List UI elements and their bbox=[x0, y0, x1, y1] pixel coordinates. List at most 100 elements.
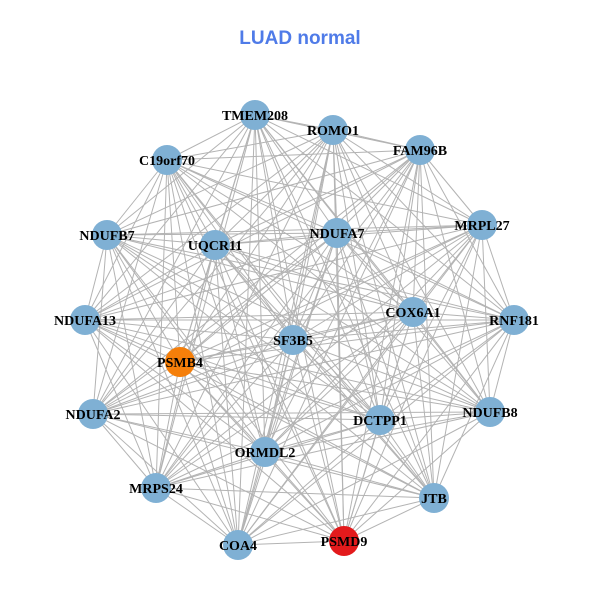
node-PSMD9[interactable] bbox=[329, 526, 359, 556]
edge-NDUFA7-NDUFA2 bbox=[92, 232, 338, 415]
edge-ROMO1-UQCR11 bbox=[214, 129, 334, 246]
edge-SF3B5-JTB bbox=[292, 339, 435, 499]
edge-JTB-COA4 bbox=[237, 497, 435, 546]
edge-ROMO1-NDUFA13 bbox=[84, 129, 334, 321]
edge-MRPL27-RNF181 bbox=[481, 224, 515, 321]
edge-RNF181-MRPS24 bbox=[155, 319, 515, 489]
edge-DCTPP1-PSMD9 bbox=[343, 419, 381, 542]
node-label-COA4: COA4 bbox=[219, 539, 257, 554]
edge-TMEM208-NDUFB7 bbox=[106, 114, 256, 236]
node-C19orf70[interactable] bbox=[152, 145, 182, 175]
edge-NDUFA13-PSMD9 bbox=[84, 319, 345, 542]
node-label-NDUFB8: NDUFB8 bbox=[462, 406, 517, 421]
node-MRPL27[interactable] bbox=[467, 210, 497, 240]
edge-NDUFB7-NDUFA2 bbox=[92, 234, 108, 415]
edge-C19orf70-NDUFA2 bbox=[92, 159, 168, 415]
node-label-TMEM208: TMEM208 bbox=[222, 109, 288, 124]
edge-ROMO1-NDUFB8 bbox=[332, 129, 491, 413]
figure-title: LUAD normal bbox=[239, 28, 361, 49]
node-ROMO1[interactable] bbox=[318, 115, 348, 145]
edge-ROMO1-C19orf70 bbox=[166, 129, 334, 161]
edge-UQCR11-NDUFB8 bbox=[214, 244, 491, 413]
edge-UQCR11-COX6A1 bbox=[214, 244, 414, 313]
edge-ROMO1-JTB bbox=[332, 129, 435, 499]
edge-NDUFB7-SF3B5 bbox=[106, 234, 294, 341]
node-SF3B5[interactable] bbox=[278, 325, 308, 355]
edge-NDUFA7-MRPS24 bbox=[155, 232, 338, 489]
edge-NDUFA7-RNF181 bbox=[336, 232, 515, 321]
node-NDUFB8[interactable] bbox=[475, 397, 505, 427]
edge-FAM96B-SF3B5 bbox=[292, 149, 421, 341]
edge-UQCR11-NDUFA2 bbox=[92, 244, 216, 415]
node-label-C19orf70: C19orf70 bbox=[139, 154, 195, 169]
edge-COX6A1-NDUFA2 bbox=[92, 311, 414, 415]
edge-MRPL27-PSMD9 bbox=[343, 224, 483, 542]
edge-FAM96B-C19orf70 bbox=[166, 149, 421, 161]
edge-RNF181-SF3B5 bbox=[292, 319, 515, 341]
node-label-PSMD9: PSMD9 bbox=[321, 535, 368, 550]
edge-NDUFA7-PSMB4 bbox=[179, 232, 338, 363]
edge-NDUFB7-NDUFB8 bbox=[106, 234, 491, 413]
node-label-MRPS24: MRPS24 bbox=[129, 482, 183, 497]
edge-C19orf70-NDUFB7 bbox=[106, 159, 168, 236]
edge-C19orf70-UQCR11 bbox=[166, 159, 216, 246]
edge-NDUFA7-DCTPP1 bbox=[336, 232, 381, 421]
edge-UQCR11-NDUFA13 bbox=[84, 244, 216, 321]
node-ORMDL2[interactable] bbox=[250, 437, 280, 467]
node-DCTPP1[interactable] bbox=[365, 405, 395, 435]
edge-TMEM208-MRPL27 bbox=[254, 114, 483, 226]
edge-DCTPP1-JTB bbox=[379, 419, 435, 499]
node-UQCR11[interactable] bbox=[200, 230, 230, 260]
node-FAM96B[interactable] bbox=[405, 135, 435, 165]
node-NDUFA7[interactable] bbox=[322, 218, 352, 248]
node-NDUFB7[interactable] bbox=[92, 220, 122, 250]
node-label-NDUFA2: NDUFA2 bbox=[66, 408, 121, 423]
edge-PSMB4-NDUFA2 bbox=[92, 361, 181, 415]
node-COX6A1[interactable] bbox=[398, 297, 428, 327]
edge-MRPS24-COA4 bbox=[155, 487, 239, 546]
node-JTB[interactable] bbox=[419, 483, 449, 513]
edge-FAM96B-NDUFA2 bbox=[92, 149, 421, 415]
node-label-NDUFA13: NDUFA13 bbox=[54, 314, 116, 329]
labels-layer: TMEM208ROMO1FAM96BC19orf70NDUFB7UQCR11ND… bbox=[54, 109, 539, 554]
node-label-ROMO1: ROMO1 bbox=[307, 124, 359, 139]
edge-C19orf70-MRPS24 bbox=[155, 159, 168, 489]
edge-MRPL27-DCTPP1 bbox=[379, 224, 483, 421]
node-PSMB4[interactable] bbox=[165, 347, 195, 377]
node-label-JTB: JTB bbox=[421, 492, 447, 507]
edge-MRPL27-NDUFA13 bbox=[84, 224, 483, 321]
node-TMEM208[interactable] bbox=[240, 100, 270, 130]
edge-NDUFA2-MRPS24 bbox=[92, 413, 157, 489]
edge-RNF181-NDUFB8 bbox=[489, 319, 515, 413]
node-MRPS24[interactable] bbox=[141, 473, 171, 503]
edge-ROMO1-DCTPP1 bbox=[332, 129, 381, 421]
edge-NDUFB7-COA4 bbox=[106, 234, 239, 546]
node-label-RNF181: RNF181 bbox=[489, 314, 539, 329]
edge-ORMDL2-MRPS24 bbox=[155, 451, 266, 489]
edge-COX6A1-COA4 bbox=[237, 311, 414, 546]
edge-JTB-PSMD9 bbox=[343, 497, 435, 542]
edge-FAM96B-NDUFB7 bbox=[106, 149, 421, 236]
edge-COX6A1-NDUFB8 bbox=[412, 311, 491, 413]
edge-NDUFA2-DCTPP1 bbox=[92, 413, 381, 421]
edge-FAM96B-COA4 bbox=[237, 149, 421, 546]
edge-SF3B5-DCTPP1 bbox=[292, 339, 381, 421]
edge-PSMB4-JTB bbox=[179, 361, 435, 499]
edge-TMEM208-C19orf70 bbox=[166, 114, 256, 161]
edge-SF3B5-NDUFB8 bbox=[292, 339, 491, 413]
edge-NDUFB7-UQCR11 bbox=[106, 234, 216, 246]
nodes-layer bbox=[70, 100, 529, 560]
node-NDUFA2[interactable] bbox=[78, 399, 108, 429]
edge-MRPS24-PSMD9 bbox=[155, 487, 345, 542]
node-RNF181[interactable] bbox=[499, 305, 529, 335]
edge-PSMB4-NDUFB8 bbox=[179, 361, 491, 413]
edge-NDUFA7-SF3B5 bbox=[292, 232, 338, 341]
edge-RNF181-PSMB4 bbox=[179, 319, 515, 363]
node-COA4[interactable] bbox=[223, 530, 253, 560]
edge-NDUFA13-COA4 bbox=[84, 319, 239, 546]
edge-FAM96B-JTB bbox=[419, 149, 435, 499]
edge-NDUFA7-JTB bbox=[336, 232, 435, 499]
edge-NDUFA2-PSMD9 bbox=[92, 413, 345, 542]
node-NDUFA13[interactable] bbox=[70, 305, 100, 335]
